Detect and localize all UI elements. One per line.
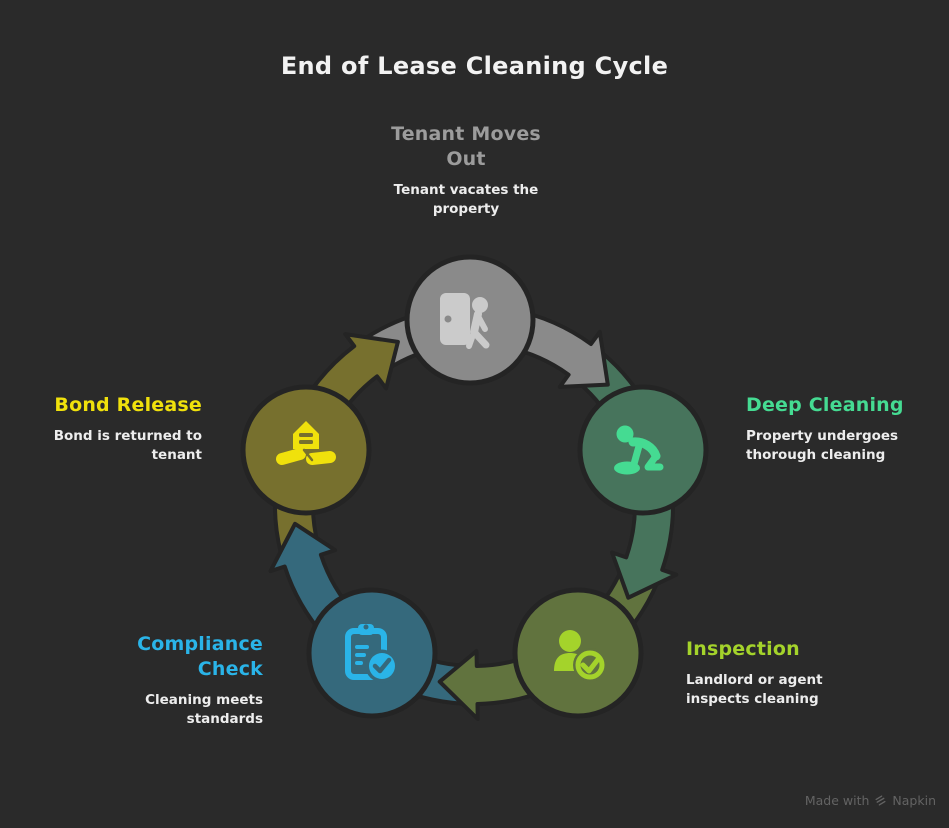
page-title: End of Lease Cleaning Cycle [280, 52, 669, 80]
stage-description: Property undergoes thorough cleaning [746, 428, 899, 463]
brand-text: Napkin [892, 793, 936, 808]
stage-description: Landlord or agent inspects cleaning [686, 672, 823, 707]
house-handshake-icon [276, 421, 336, 465]
circle-deep-cleaning [577, 384, 709, 516]
scrubbing-person-icon [614, 425, 664, 475]
stage-label: Tenant Moves Out [391, 123, 541, 170]
stage-bond-release: Bond Release Bond is returned to tenant [42, 393, 202, 465]
door-exit-icon [440, 293, 490, 349]
person-check-icon [554, 630, 607, 682]
napkin-attribution: Made with Napkin [805, 793, 936, 808]
stage-inspection: Inspection Landlord or agent inspects cl… [686, 637, 856, 709]
stage-label: Compliance Check [137, 633, 263, 680]
made-with-text: Made with [804, 793, 870, 808]
stage-description: Bond is returned to tenant [53, 428, 202, 463]
circle-bond-release [240, 384, 372, 516]
stage-description: Cleaning meets standards [145, 692, 263, 727]
napkin-logo-icon [875, 795, 886, 806]
stage-compliance-check: Compliance Check Cleaning meets standard… [113, 632, 263, 729]
stage-label: Bond Release [54, 394, 202, 416]
stage-label: Deep Cleaning [746, 394, 904, 416]
stage-description: Tenant vacates the property [393, 182, 539, 217]
stage-deep-cleaning: Deep Cleaning Property undergoes thoroug… [746, 393, 916, 465]
stage-tenant-moves-out: Tenant Moves Out Tenant vacates the prop… [376, 122, 556, 219]
stage-label: Inspection [686, 638, 800, 660]
clipboard-check-icon [345, 624, 399, 683]
